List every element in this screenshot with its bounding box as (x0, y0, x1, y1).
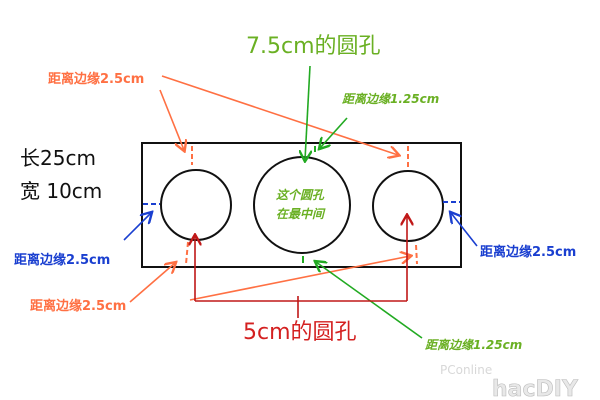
width-label: 宽 10cm (20, 179, 103, 203)
big-hole-label: 7.5cm的圆孔 (246, 34, 381, 59)
arrow-orange-top-left (159, 89, 184, 150)
edge-bottom-label: 距离边缘2.5cm (30, 299, 127, 314)
arrow-green-bottom-edge (316, 262, 423, 339)
center-note-2: 在最中间 (276, 207, 325, 221)
arrow-blue-left (123, 213, 151, 241)
edge-dashes (143, 146, 460, 265)
edge-top-label: 距离边缘2.5cm (48, 72, 145, 87)
arrow-blue-right (451, 213, 478, 247)
edge-left-label: 距离边缘2.5cm (14, 253, 111, 268)
arrow-orange-bottom-right (189, 256, 410, 301)
small-hole-label: 5cm的圆孔 (243, 320, 357, 345)
length-label: 长25cm (20, 146, 96, 170)
center-note-1: 这个圆孔 (276, 188, 325, 202)
right-hole (372, 170, 444, 242)
arrow-green-big-hole (305, 65, 310, 160)
arrows (123, 65, 478, 339)
watermark-logo: PConline hacDIY (440, 363, 579, 400)
left-hole (160, 169, 232, 241)
svg-text:hacDIY: hacDIY (492, 377, 579, 400)
board-outline (141, 142, 462, 268)
arrow-green-top-edge (320, 117, 348, 148)
edge-center-bottom-label: 距离边缘1.25cm (425, 338, 523, 352)
arrow-orange-bottom-left (129, 263, 175, 303)
arrow-orange-top-right (161, 75, 398, 155)
edge-right-label: 距离边缘2.5cm (480, 245, 577, 260)
center-hole (253, 156, 351, 254)
svg-text:PConline: PConline (440, 363, 492, 377)
edge-center-top-label: 距离边缘1.25cm (342, 92, 440, 106)
